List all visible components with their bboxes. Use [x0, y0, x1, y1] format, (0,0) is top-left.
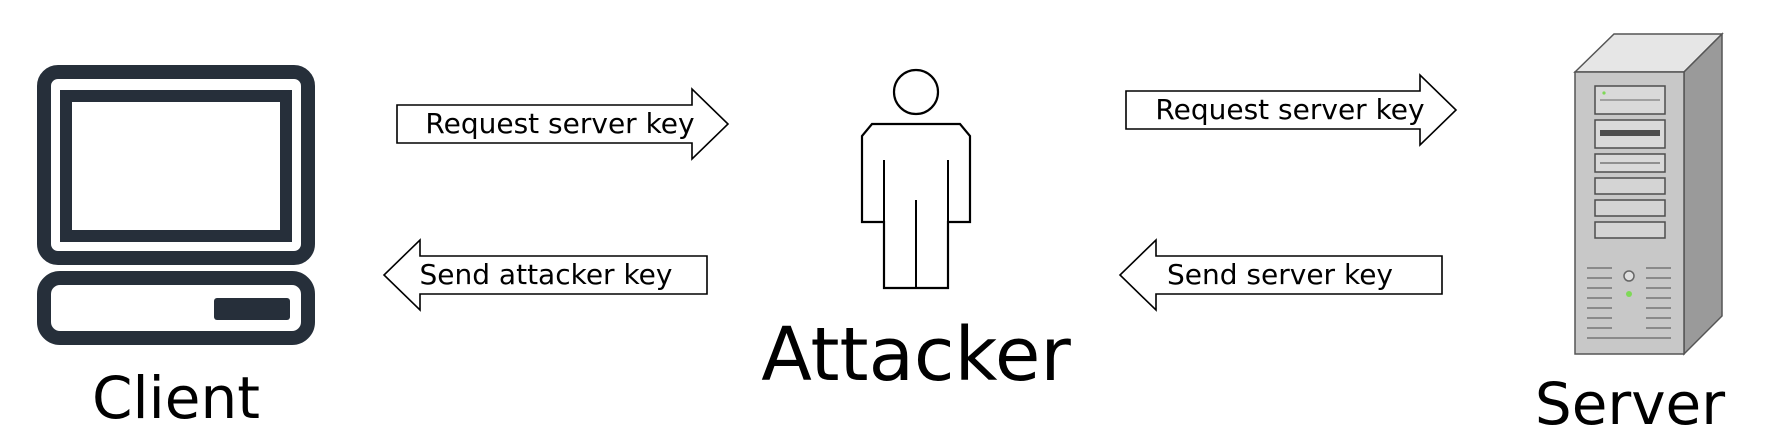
server-status-led: [1626, 291, 1632, 297]
server-node: Server: [1535, 32, 1725, 438]
server-label: Server: [1535, 370, 1725, 438]
server-power-button: [1623, 270, 1635, 282]
edge-client-to-attacker: Request server key: [396, 87, 730, 161]
arrow-left-shape: [382, 238, 708, 312]
monitor-outer: [37, 65, 315, 265]
arrow-right-shape: [396, 87, 730, 161]
base-unit: [37, 271, 315, 345]
person-icon: [860, 68, 972, 290]
client-node: Client: [37, 65, 315, 432]
server-bay-6: [1594, 221, 1666, 239]
arrow-left-shape: [1118, 238, 1443, 312]
drive-slot: [214, 298, 290, 320]
computer-icon: [37, 65, 315, 345]
edge-label: Request server key: [1155, 93, 1424, 126]
arrow-right-shape: [1125, 73, 1458, 147]
server-vent-grille: [1587, 267, 1671, 339]
monitor-screen: [60, 90, 292, 242]
server-bay-4: [1594, 177, 1666, 195]
server-tower-icon: [1573, 32, 1724, 356]
edge-label: Request server key: [425, 107, 694, 140]
person-head: [892, 68, 940, 116]
edge-server-to-attacker: Send server key: [1118, 238, 1443, 312]
edge-attacker-to-client: Send attacker key: [382, 238, 708, 312]
server-bay-5: [1594, 199, 1666, 217]
edge-attacker-to-server: Request server key: [1125, 73, 1458, 147]
attacker-node: Attacker: [761, 68, 1071, 398]
server-side-face: [1683, 32, 1723, 356]
edge-label: Send attacker key: [420, 258, 673, 291]
client-label: Client: [92, 364, 260, 432]
edge-label: Send server key: [1167, 258, 1393, 291]
attacker-label: Attacker: [761, 312, 1071, 398]
